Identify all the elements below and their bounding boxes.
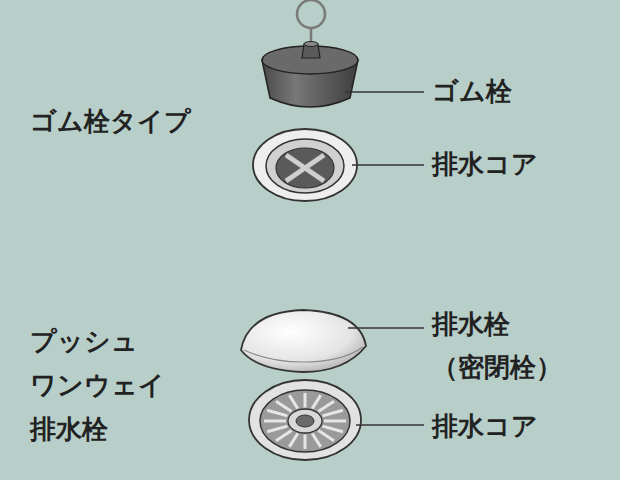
sealing-cap [241, 310, 366, 372]
part-name: 排水コア [432, 411, 538, 442]
part-name: ゴム栓 [432, 76, 512, 107]
drain-core-grate [249, 380, 361, 460]
type-heading: ゴム栓タイプ [30, 106, 191, 137]
leader-lines [345, 92, 424, 425]
rubber-stopper [262, 0, 358, 107]
drain-core-cross [253, 129, 357, 201]
type-heading: プッシュ ワンウェイ 排水栓 [30, 319, 212, 452]
part-name: 排水コア [432, 149, 538, 180]
part-name: 排水栓 （密閉栓） [432, 303, 592, 389]
